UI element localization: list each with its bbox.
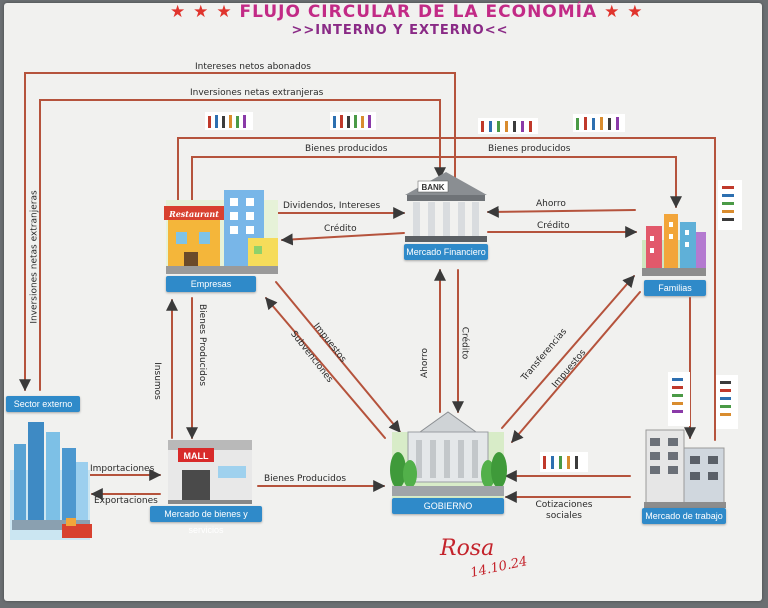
arrow-impuestos-familias [511, 291, 641, 443]
node-gobierno: GOBIERNO [392, 498, 504, 514]
people-sticker-7 [716, 375, 738, 429]
label-dividendos: Dividendos, Intereses [283, 201, 381, 211]
label-inversiones-extranjeras-side: Inversiones netas extranjeras [29, 190, 40, 324]
label-ahorro-gobierno: Ahorro [419, 348, 430, 378]
node-mercado-financiero: Mercado Financiero [404, 244, 488, 260]
trabajo-illustration [644, 429, 726, 508]
node-mercado-trabajo: Mercado de trabajo [642, 508, 726, 524]
label-credito-gobierno: Crédito [459, 326, 470, 360]
node-mercado-bienes: Mercado de bienes y servicios [150, 506, 262, 535]
people-sticker-5 [718, 180, 742, 230]
label-importaciones: Importaciones [90, 464, 155, 474]
people-stickers [205, 112, 742, 472]
title-text: FLUJO CIRCULAR DE LA ECONOMÍA [239, 2, 598, 22]
node-familias: Familias [644, 280, 706, 296]
arrow-bienes-producidos-top [177, 137, 716, 441]
label-bienes-producidos-right: Bienes producidos [488, 144, 571, 154]
label-insumos: Insumos [151, 362, 162, 400]
gobierno-illustration [390, 411, 507, 498]
arrow-intereses-abonados [19, 72, 456, 392]
empresas-illustration: Restaurant [164, 190, 278, 274]
node-empresas: Empresas [166, 276, 256, 292]
poster-paper [4, 3, 762, 601]
arrow-bienes-producidos-mid [191, 156, 682, 233]
restaurant-sign: Restaurant [168, 209, 219, 219]
label-intereses-abonados: Intereses netos abonados [195, 62, 311, 72]
node-sector-externo: Sector externo [6, 396, 80, 412]
arrow-credito-empresas [280, 232, 405, 246]
sector-externo-illustration [10, 422, 92, 540]
poster-subtitle: >>INTERNO Y EXTERNO<< [291, 23, 509, 38]
arrow-subvenciones [265, 297, 386, 439]
label-credito-familias: Crédito [537, 221, 570, 231]
poster-title: ★ ★ ★ FLUJO CIRCULAR DE LA ECONOMÍA ★ ★ [170, 2, 642, 22]
title-stars-left: ★ ★ ★ [170, 2, 233, 22]
mall-sign: MALL [184, 451, 209, 461]
title-stars-right: ★ ★ [604, 2, 644, 22]
label-bienes-producidos-left: Bienes producidos [305, 144, 388, 154]
label-inversiones-extranjeras-top: Inversiones netas extranjeras [190, 88, 324, 98]
people-sticker-3 [478, 118, 538, 134]
mall-illustration: MALL [168, 440, 252, 504]
people-sticker-1 [205, 112, 253, 130]
familias-illustration [642, 214, 706, 276]
label-bienes-producidos-bottom: Bienes Producidos [264, 474, 347, 484]
people-sticker-6 [668, 372, 690, 426]
arrow-transferencias [501, 275, 635, 429]
people-sticker-4 [573, 114, 625, 132]
people-sticker-2 [330, 112, 376, 130]
bank-illustration: BANK [405, 172, 487, 242]
signature-mark: Rosa [440, 536, 495, 561]
arrow-ahorro-familias [486, 205, 636, 218]
label-exportaciones: Exportaciones [94, 496, 158, 506]
label-credito-empresas: Crédito [324, 224, 357, 234]
bank-sign: BANK [421, 183, 444, 192]
label-bienes-producidos-vertical: Bienes Producidos [197, 303, 208, 387]
label-ahorro-familias: Ahorro [536, 199, 566, 209]
label-cotizaciones: Cotizaciones sociales [535, 500, 593, 521]
arrow-impuestos-empresas [275, 281, 401, 433]
people-sticker-8 [540, 452, 588, 472]
